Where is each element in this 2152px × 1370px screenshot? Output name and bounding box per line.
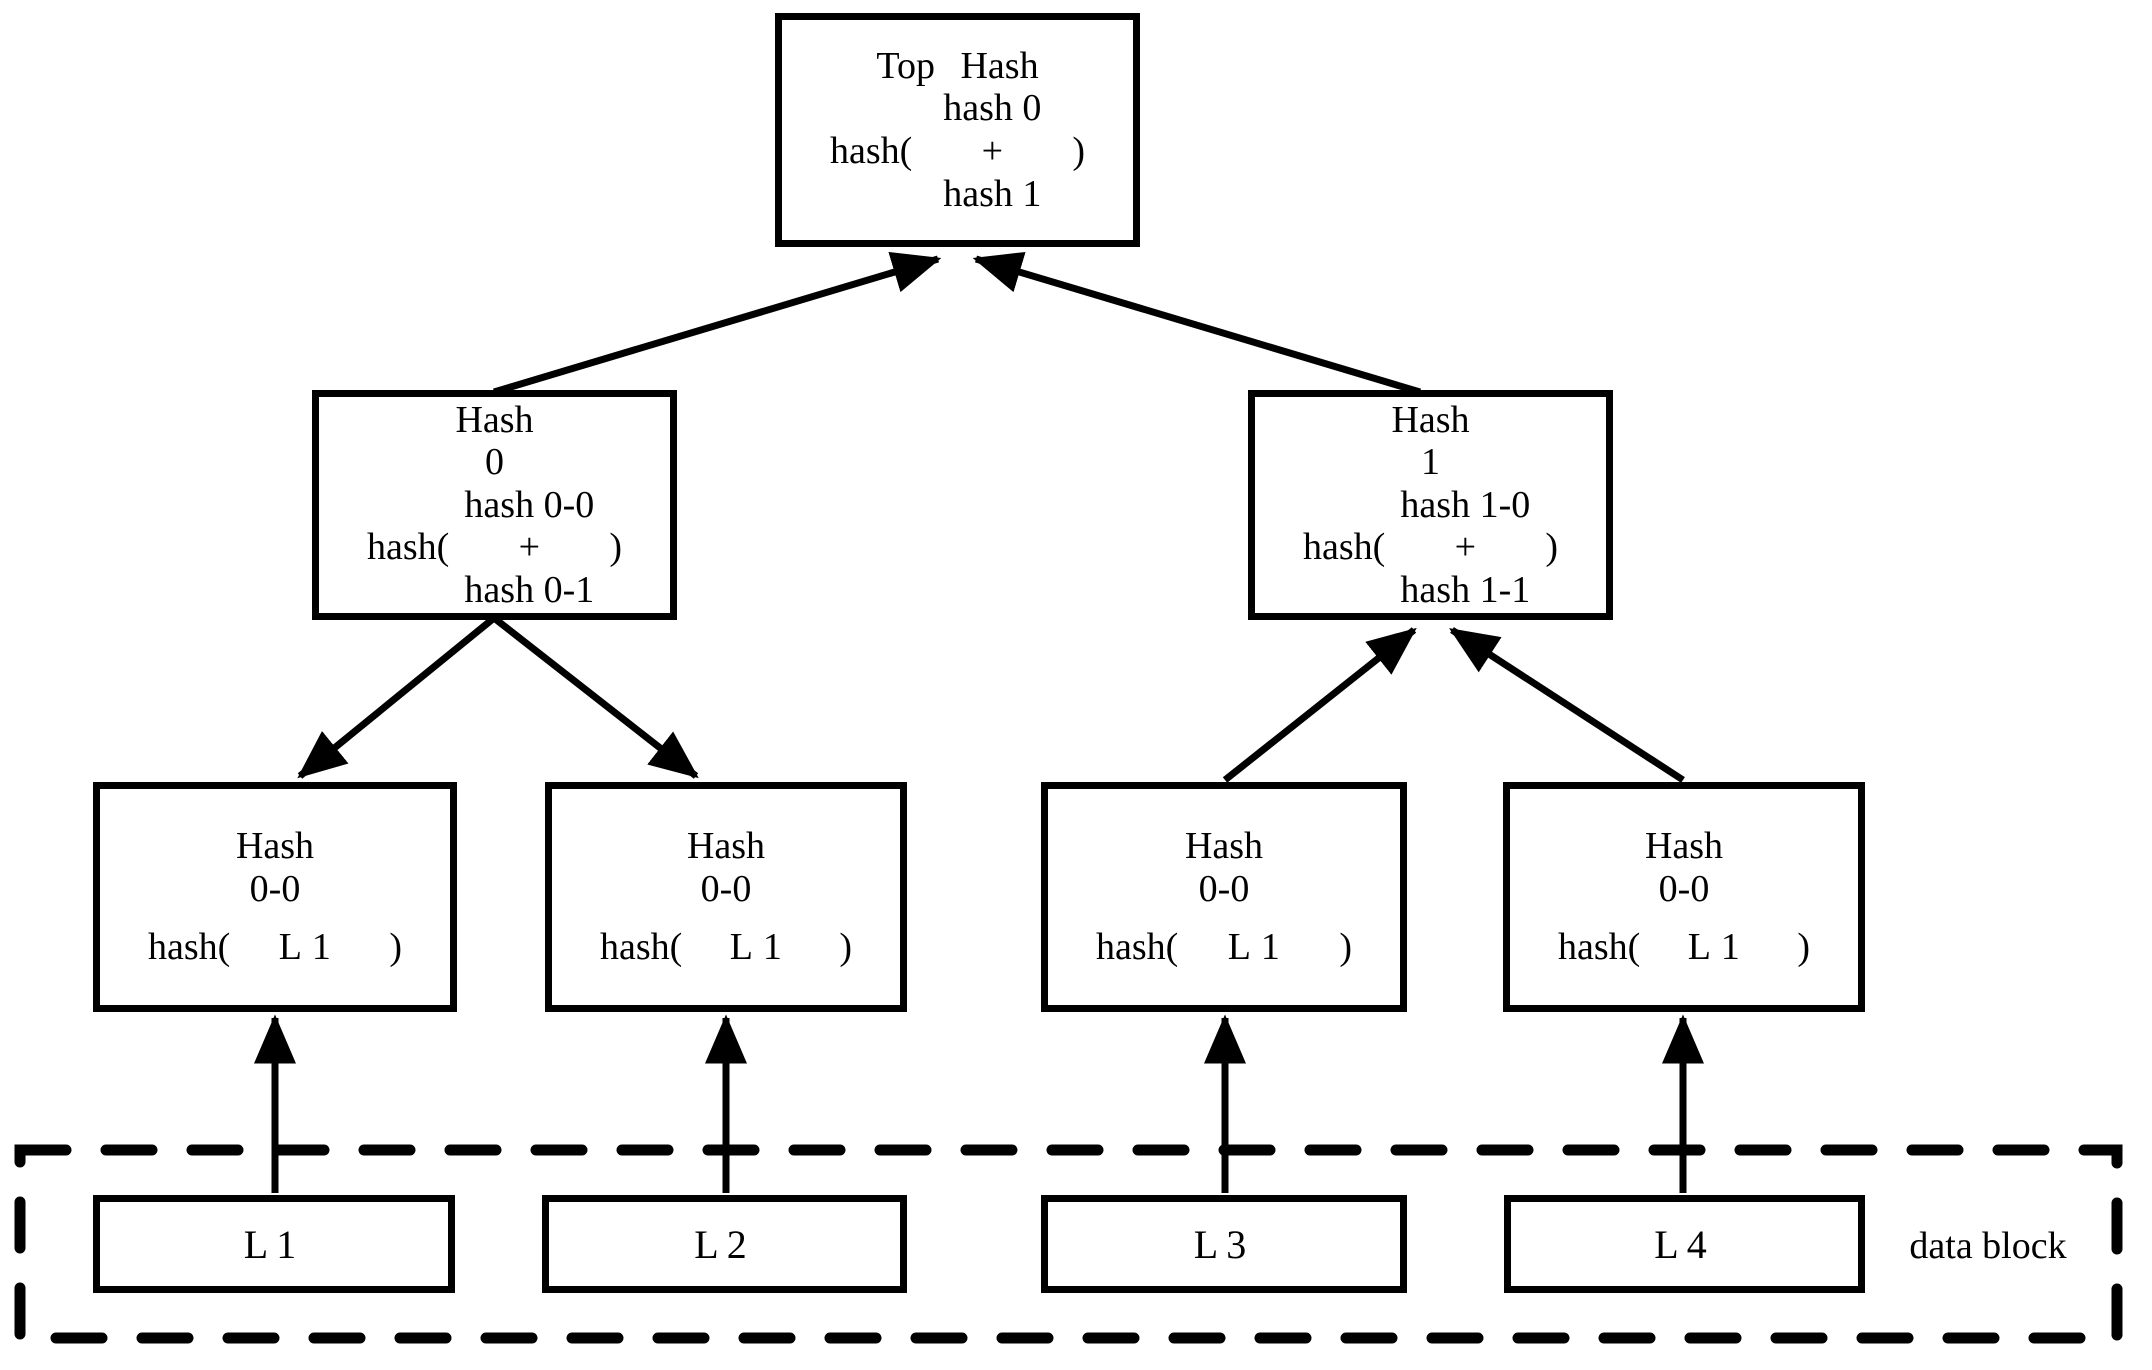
formula-close: ) [1545,526,1558,569]
formula-arg: L1 [1227,926,1290,969]
leaf-hash-2-node: Hash 0-0 hash( L1 ) [545,782,907,1012]
top-hash-title: Top Hash [876,44,1039,87]
formula-operator: + [981,130,1004,172]
hash-1-formula: hash( hash 1-0 + hash 1-1 ) [1255,484,1606,612]
formula-arg-bottom: hash 1-1 [1400,568,1531,611]
formula-stack: hash 0-0 + hash 0-1 [464,484,594,612]
data-block-label: L2 [694,1221,755,1267]
formula-operator: + [1454,526,1477,569]
leaf-hash-title: Hash [235,825,315,868]
formula-open: hash( [367,526,450,569]
hash-0-title: Hash [455,398,534,441]
leaf-hash-index: 0-0 [700,867,752,910]
hash-1-node: Hash 1 hash( hash 1-0 + hash 1-1 ) [1248,390,1613,620]
arrow-leaf3-to-hash1 [1222,627,1417,783]
formula-open: hash( [1558,926,1641,969]
formula-arg-top: hash 0-0 [464,483,595,526]
leaf-hash-title: Hash [1644,825,1724,868]
hash-1-index: 1 [1421,441,1440,484]
arrow-hash0-to-leaf2 [491,615,699,779]
formula-open: hash( [1303,526,1386,569]
formula-open: hash( [148,926,231,969]
leaf-hash-index: 0-0 [1658,867,1710,910]
data-block-label: L1 [243,1221,305,1267]
hash-0-formula: hash( hash 0-0 + hash 0-1 ) [319,484,670,612]
leaf-hash-formula: hash( L1 ) [1048,926,1400,969]
leaf-hash-3-node: Hash 0-0 hash( L1 ) [1041,782,1407,1012]
arrow-hash1-to-top [972,251,1422,396]
data-block-label: L4 [1654,1221,1715,1267]
formula-operator: + [518,526,541,569]
leaf-hash-formula: hash( L1 ) [100,926,450,969]
formula-close: ) [1797,926,1810,969]
hash-0-node: Hash 0 hash( hash 0-0 + hash 0-1 ) [312,390,677,620]
leaf-hash-index: 0-0 [1198,867,1250,910]
formula-arg-top: hash 0 [943,87,1042,130]
leaf-hash-1-node: Hash 0-0 hash( L1 ) [93,782,457,1012]
formula-open: hash( [1096,926,1179,969]
hash-0-index: 0 [485,441,504,484]
leaf-hash-title: Hash [1184,825,1264,868]
arrow-leaf4-to-hash1 [1449,627,1685,783]
formula-arg: L1 [278,926,341,969]
formula-close: ) [1339,926,1352,969]
data-block-l2: L2 [542,1195,907,1293]
formula-arg-top: hash 1-0 [1400,483,1531,526]
leaf-hash-formula: hash( L1 ) [552,926,900,969]
leaf-hash-title: Hash [686,825,766,868]
top-hash-node: Top Hash hash( hash 0 + hash 1 ) [775,13,1140,247]
top-hash-formula: hash( hash 0 + hash 1 ) [782,87,1133,215]
formula-close: ) [1072,130,1085,172]
arrow-hash0-to-leaf1 [297,615,497,779]
formula-close: ) [609,526,622,569]
leaf-hash-formula: hash( L1 ) [1510,926,1858,969]
data-block-label: L3 [1193,1221,1255,1267]
data-block-l1: L1 [93,1195,455,1293]
formula-arg: L1 [729,926,792,969]
data-block-region-outline [14,1144,2123,1344]
formula-stack: hash 0 + hash 1 [943,87,1041,215]
formula-close: ) [839,926,852,969]
arrow-hash0-to-top [492,251,942,396]
formula-arg-bottom: hash 0-1 [464,568,595,611]
data-block-l4: L4 [1504,1195,1865,1293]
data-block-l3: L3 [1041,1195,1407,1293]
formula-arg: L1 [1687,926,1750,969]
leaf-hash-index: 0-0 [249,867,301,910]
formula-stack: hash 1-0 + hash 1-1 [1400,484,1530,612]
formula-open: hash( [600,926,683,969]
formula-open: hash( [830,130,913,172]
leaf-hash-4-node: Hash 0-0 hash( L1 ) [1503,782,1865,1012]
hash-1-title: Hash [1391,398,1470,441]
data-block-region-label: data block [1909,1225,2067,1267]
formula-close: ) [389,926,402,969]
formula-arg-bottom: hash 1 [943,172,1042,215]
